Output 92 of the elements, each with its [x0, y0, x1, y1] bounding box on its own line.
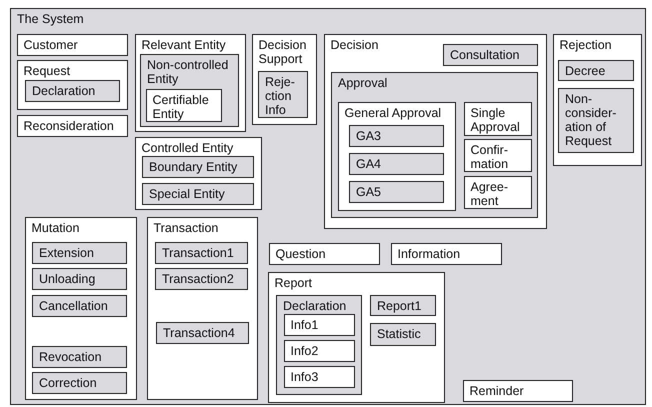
entity-box [156, 322, 249, 344]
box-label: Relevant Entity [142, 38, 226, 52]
box-label: Transaction1 [162, 246, 234, 260]
box-label: Question [276, 246, 326, 260]
container-box [324, 34, 546, 228]
box-label: Non-consider-ation of Request [565, 92, 618, 148]
container-box [252, 34, 316, 124]
box-label: Info2 [290, 344, 318, 358]
entity-box [370, 323, 436, 346]
box-label: Approval [338, 76, 388, 90]
box-label: Decree [565, 64, 606, 78]
box-label: Revocation [39, 350, 102, 364]
entity-box [464, 138, 532, 172]
entity-box [16, 114, 128, 136]
box-label: Rejection [560, 38, 612, 52]
entity-box [284, 366, 354, 388]
entity-box [284, 340, 354, 362]
container-box [24, 216, 136, 400]
box-label: Decision [330, 38, 378, 52]
entity-box [464, 102, 532, 136]
entity-box [284, 314, 354, 336]
entity-box [258, 71, 308, 118]
entity-box [32, 372, 127, 394]
box-label: Unloading [39, 272, 96, 286]
container-box [268, 272, 444, 402]
entity-box [16, 34, 128, 56]
box-label: GA5 [356, 185, 382, 199]
box-label: GA4 [356, 157, 382, 171]
box-label: Declaration [283, 299, 346, 313]
box-label: Request [24, 64, 70, 78]
entity-box [142, 156, 254, 178]
entity-box [349, 125, 444, 147]
entity-box [558, 88, 634, 153]
container-box [10, 8, 646, 405]
box-label: Transaction [154, 220, 218, 234]
entity-box [32, 268, 127, 290]
entity-box [32, 242, 127, 264]
container-box [134, 34, 246, 132]
container-box [134, 136, 262, 210]
box-label: Info1 [290, 318, 318, 332]
box-label: General Approval [344, 106, 442, 120]
box-label: Single Approval [470, 106, 521, 134]
entity-box [558, 60, 634, 81]
container-box [552, 34, 642, 166]
entity-box [155, 268, 248, 290]
entity-box [462, 380, 572, 402]
entity-box [464, 176, 532, 208]
box-label: Mutation [32, 220, 80, 234]
box-label: Statistic [377, 327, 421, 341]
container-box [140, 54, 239, 127]
entity-box [349, 153, 444, 175]
entity-box [370, 295, 436, 316]
entity-box [142, 183, 254, 205]
box-label: Extension [39, 246, 94, 260]
box-label: Consultation [450, 48, 520, 62]
container-box [338, 102, 456, 210]
box-label: Certifiable Entity [152, 92, 210, 120]
entity-box [32, 346, 127, 368]
entity-box [155, 242, 248, 264]
box-label: Confir-mation [470, 142, 510, 170]
box-label: Report [274, 276, 312, 290]
box-label: Boundary Entity [149, 160, 238, 174]
box-label: Cancellation [39, 299, 108, 313]
entity-box [268, 242, 380, 264]
entity-box [349, 181, 444, 203]
container-box [146, 216, 258, 400]
container-box [276, 295, 362, 395]
box-label: Info3 [290, 370, 318, 384]
container-box [331, 72, 538, 218]
box-label: The System [17, 12, 84, 26]
entity-box [32, 295, 127, 317]
box-label: Agree-ment [470, 180, 510, 208]
box-label: Transaction2 [162, 272, 234, 286]
box-label: Correction [39, 376, 97, 390]
box-label: Special Entity [149, 187, 225, 201]
box-label: Declaration [32, 84, 96, 98]
entity-box [443, 44, 538, 66]
box-label: Reconsideration [24, 118, 114, 132]
box-label: Transaction4 [163, 326, 235, 340]
entity-box [390, 242, 502, 264]
box-label: Reje-ction Info [265, 75, 296, 117]
box-label: Non-controlled Entity [147, 58, 230, 86]
entity-box [25, 80, 120, 102]
box-label: Reminder [470, 384, 524, 398]
container-box [16, 60, 128, 110]
entity-box [146, 88, 222, 122]
box-label: Information [398, 246, 460, 260]
box-label: GA3 [356, 129, 382, 143]
box-label: Controlled Entity [142, 140, 234, 154]
box-label: Decision Support [258, 38, 308, 66]
box-label: Report1 [377, 299, 422, 313]
box-label: Customer [24, 38, 78, 52]
